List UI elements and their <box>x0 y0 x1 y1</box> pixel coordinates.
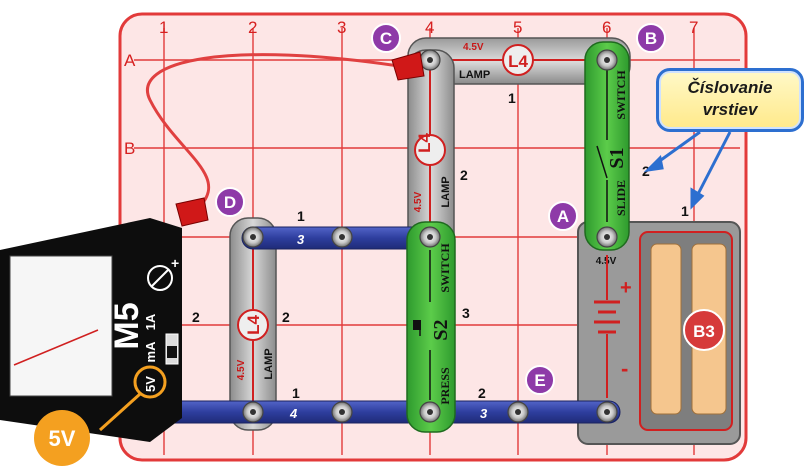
point-e: E <box>525 365 555 395</box>
layer-wired-1: 1 <box>292 385 300 401</box>
grid-col-6: 6 <box>602 18 611 37</box>
grid-col-1: 1 <box>159 18 168 37</box>
wire-c-layer: 3 <box>297 232 305 247</box>
wire-d: 4 3 <box>149 400 621 424</box>
battery-label: B3 <box>693 322 715 341</box>
layer-meter-2: 2 <box>192 309 200 325</box>
layer-battery-1: 1 <box>681 203 689 219</box>
callout-line1: Číslovanie <box>687 78 773 97</box>
lamp-left: L4 4.5V LAMP <box>229 217 277 431</box>
lamp-left-label: L4 <box>244 315 263 335</box>
meter-ma: mA <box>143 341 158 363</box>
callout-line2: vrstiev <box>702 100 758 119</box>
badge-5v-text: 5V <box>49 426 76 451</box>
lamp-top-text: LAMP <box>459 69 490 81</box>
slide-switch-s1: S1 SWITCH SLIDE <box>584 41 630 251</box>
svg-text:+: + <box>171 255 179 271</box>
point-b: B <box>636 23 666 53</box>
layer-wiree-2: 2 <box>478 385 486 401</box>
layer-top-1: 1 <box>508 90 516 106</box>
layer-numbering-callout: Číslovanie vrstiev <box>656 68 804 132</box>
s2-label: S2 <box>430 319 452 340</box>
s1-label: S1 <box>606 147 628 168</box>
callout-arrows <box>643 130 732 210</box>
point-c: C <box>371 23 401 53</box>
svg-text:B: B <box>645 29 657 48</box>
lamp-top-voltage: 4.5V <box>463 42 484 53</box>
battery-minus: - <box>621 356 628 381</box>
meter-name: M5 <box>108 302 146 349</box>
lamp-middle: L4 4.5V LAMP <box>407 49 455 257</box>
grid-col-7: 7 <box>689 18 698 37</box>
layer-wirec-1: 1 <box>297 208 305 224</box>
s2-word-switch: SWITCH <box>438 243 452 293</box>
point-d: D <box>215 187 245 217</box>
layer-s2-3: 3 <box>462 305 470 321</box>
meter-m5: M5 + 1A mA 5V <box>0 218 182 442</box>
grid-row-b: B <box>124 139 135 158</box>
layer-lamp-2: 2 <box>460 167 468 183</box>
lamp-middle-label: L4 <box>415 133 434 153</box>
meter-1a: 1A <box>143 313 158 330</box>
lamp-middle-text: LAMP <box>440 176 452 207</box>
grid-col-4: 4 <box>425 18 434 37</box>
lamp-top: L4 4.5V LAMP <box>407 37 631 85</box>
grid-col-2: 2 <box>248 18 257 37</box>
lamp-left-voltage: 4.5V <box>236 359 247 380</box>
wire-e-layer: 3 <box>480 406 488 421</box>
lamp-left-text: LAMP <box>263 348 275 379</box>
meter-5v: 5V <box>143 376 158 392</box>
svg-text:C: C <box>380 29 392 48</box>
grid-col-5: 5 <box>513 18 522 37</box>
jumper-wire <box>146 51 425 227</box>
svg-text:E: E <box>534 371 545 390</box>
point-a: A <box>548 201 578 231</box>
press-switch-s2: S2 SWITCH PRESS <box>406 221 456 433</box>
svg-text:A: A <box>557 207 569 226</box>
lamp-top-label: L4 <box>508 52 528 71</box>
s1-word-switch: SWITCH <box>614 70 628 120</box>
svg-text:D: D <box>224 193 236 212</box>
s2-word-press: PRESS <box>438 367 452 405</box>
grid-row-a: A <box>124 51 136 70</box>
lamp-middle-voltage: 4.5V <box>413 191 424 212</box>
badge-5v: 5V <box>34 410 90 466</box>
battery-b3: B3 4.5V + - <box>577 221 741 445</box>
battery-plus: + <box>620 277 632 299</box>
layer-lampl-2: 2 <box>282 309 290 325</box>
s1-word-slide: SLIDE <box>614 180 628 216</box>
wire-d-layer: 4 <box>289 406 298 421</box>
grid-col-3: 3 <box>337 18 346 37</box>
